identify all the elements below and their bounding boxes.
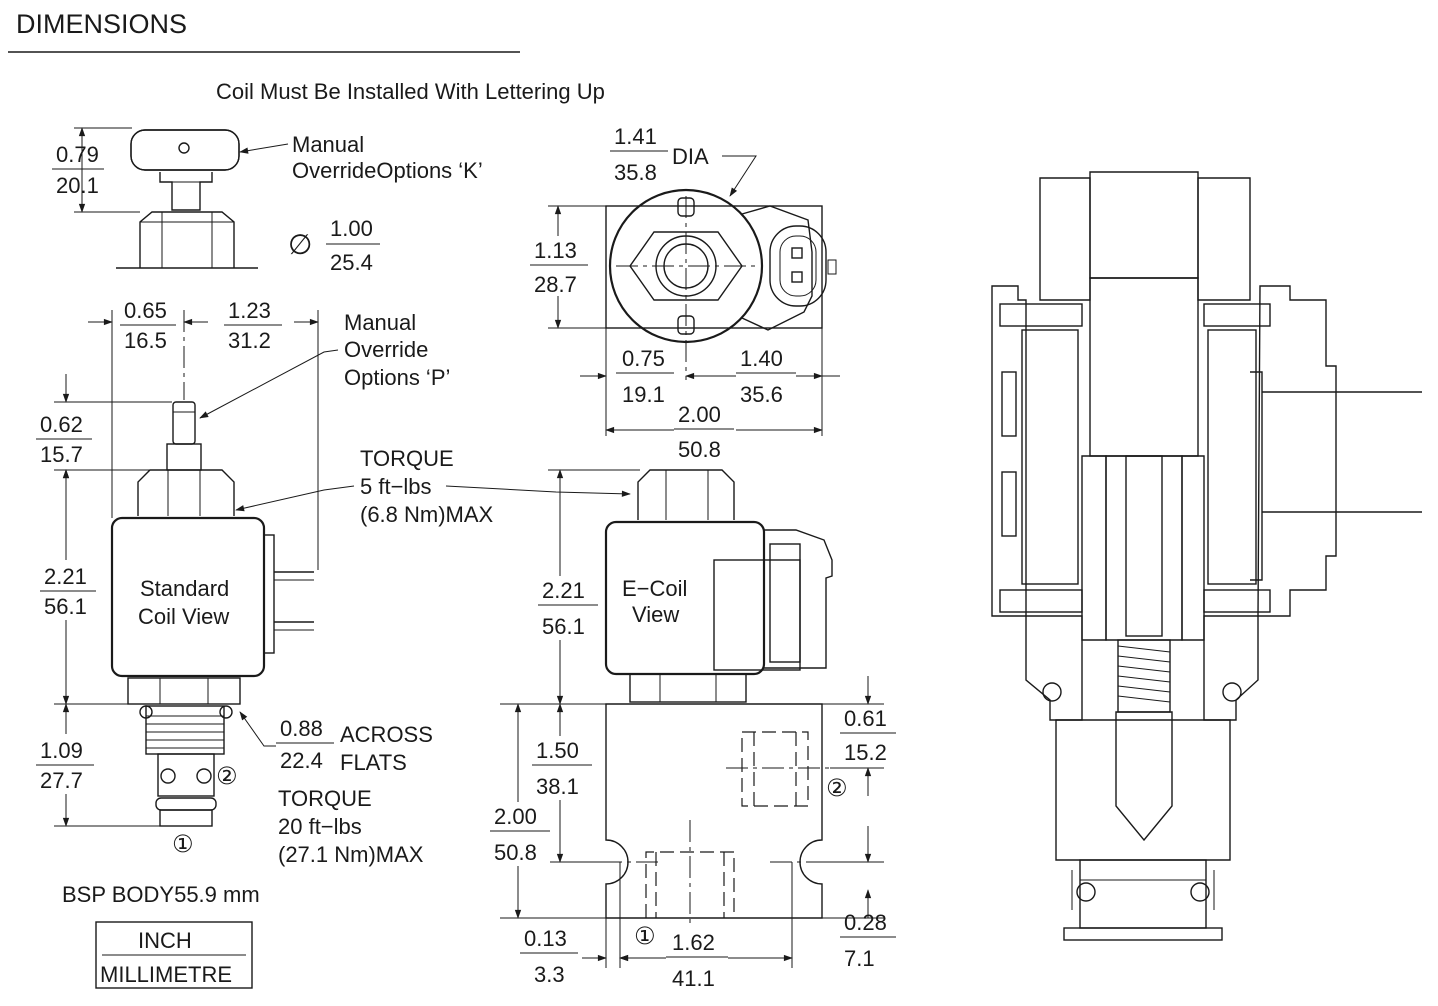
across-flats-label2: FLATS	[340, 750, 407, 775]
port-1-symbol-body: ①	[634, 923, 656, 950]
override-p-label-line2: Override	[344, 337, 428, 362]
ecoil-label-line1: E−Coil	[622, 576, 687, 601]
dim-109-mm: 27.7	[40, 768, 83, 793]
across-flats-mm: 22.4	[280, 748, 323, 773]
dim-062-inch: 0.62	[40, 412, 83, 437]
dim-028-inch: 0.28	[844, 910, 887, 935]
dim-221-std-inch: 2.21	[44, 564, 87, 589]
dim-061-inch: 0.61	[844, 706, 887, 731]
port-1-symbol-left: ①	[172, 831, 194, 858]
units-legend	[95, 921, 253, 989]
dim-150-mm: 38.1	[536, 774, 579, 799]
dim-123-inch: 1.23	[228, 298, 271, 323]
coil-dia-label: DIA	[672, 144, 709, 169]
dim-065-mm: 16.5	[124, 328, 167, 353]
torque-body-line1: TORQUE	[278, 786, 372, 811]
dim-075-mm: 19.1	[622, 382, 665, 407]
across-flats-inch: 0.88	[280, 716, 323, 741]
dim-162-inch: 1.62	[672, 930, 715, 955]
dim-162-mm: 41.1	[672, 966, 715, 991]
standard-coil-label-line2: Coil View	[138, 604, 229, 629]
ecoil-label-line2: View	[632, 602, 679, 627]
torque-coil-line2: 5 ft−lbs	[360, 474, 432, 499]
knob-height-mm: 20.1	[56, 173, 99, 198]
dim-221-e-mm: 56.1	[542, 614, 585, 639]
diameter-mm: 25.4	[330, 250, 373, 275]
dim-075-inch: 0.75	[622, 346, 665, 371]
dim-123-mm: 31.2	[228, 328, 271, 353]
dim-200-top-mm: 50.8	[678, 437, 721, 462]
dim-200-side-mm: 50.8	[494, 840, 537, 865]
dim-150-inch: 1.50	[536, 738, 579, 763]
dim-140-mm: 35.6	[740, 382, 783, 407]
dim-013-inch: 0.13	[524, 926, 567, 951]
override-p-label-line3: Options ‘P’	[344, 365, 450, 390]
port-2-symbol-left: ②	[216, 763, 238, 790]
diameter-symbol: ∅	[288, 229, 312, 260]
torque-coil-line3: (6.8 Nm)MAX	[360, 502, 494, 527]
dim-109-inch: 1.09	[40, 738, 83, 763]
override-k-view	[116, 129, 258, 269]
bsp-body-note: BSP BODY55.9 mm	[62, 882, 260, 907]
diameter-inch: 1.00	[330, 216, 373, 241]
port-2-symbol-body: ②	[826, 775, 848, 802]
dim-065-inch: 0.65	[124, 298, 167, 323]
coil-top-view	[605, 188, 837, 380]
drawing-title: DIMENSIONS	[16, 9, 187, 39]
torque-body-line3: (27.1 Nm)MAX	[278, 842, 424, 867]
dim-221-std-mm: 56.1	[44, 594, 87, 619]
dim-200-top-inch: 2.00	[678, 402, 721, 427]
dim-140-inch: 1.40	[740, 346, 783, 371]
torque-body-line2: 20 ft−lbs	[278, 814, 362, 839]
override-k-label-line1: Manual	[292, 132, 364, 157]
standard-coil-label-line1: Standard	[140, 576, 229, 601]
legend-millimetre: MILLIMETRE	[100, 962, 232, 987]
dim-028-mm: 7.1	[844, 946, 875, 971]
dim-013-mm: 3.3	[534, 962, 565, 987]
across-flats-label1: ACROSS	[340, 722, 433, 747]
knob-height-inch: 0.79	[56, 142, 99, 167]
installation-note: Coil Must Be Installed With Lettering Up	[216, 79, 605, 104]
e-coil-assembly	[600, 469, 833, 930]
coil-dia-mm: 35.8	[614, 160, 657, 185]
dim-062-mm: 15.7	[40, 442, 83, 467]
dim-200-side-inch: 2.00	[494, 804, 537, 829]
dim-061-mm: 15.2	[844, 740, 887, 765]
cross-section-view	[991, 171, 1422, 941]
dim-113-mm: 28.7	[534, 272, 577, 297]
torque-coil-line1: TORQUE	[360, 446, 454, 471]
legend-inch: INCH	[138, 928, 192, 953]
override-k-label-line2: OverrideOptions ‘K’	[292, 158, 483, 183]
dim-221-e-inch: 2.21	[542, 578, 585, 603]
override-p-label-line1: Manual	[344, 310, 416, 335]
standard-coil-assembly	[110, 401, 314, 827]
coil-dia-inch: 1.41	[614, 124, 657, 149]
dim-113-inch: 1.13	[534, 238, 577, 263]
